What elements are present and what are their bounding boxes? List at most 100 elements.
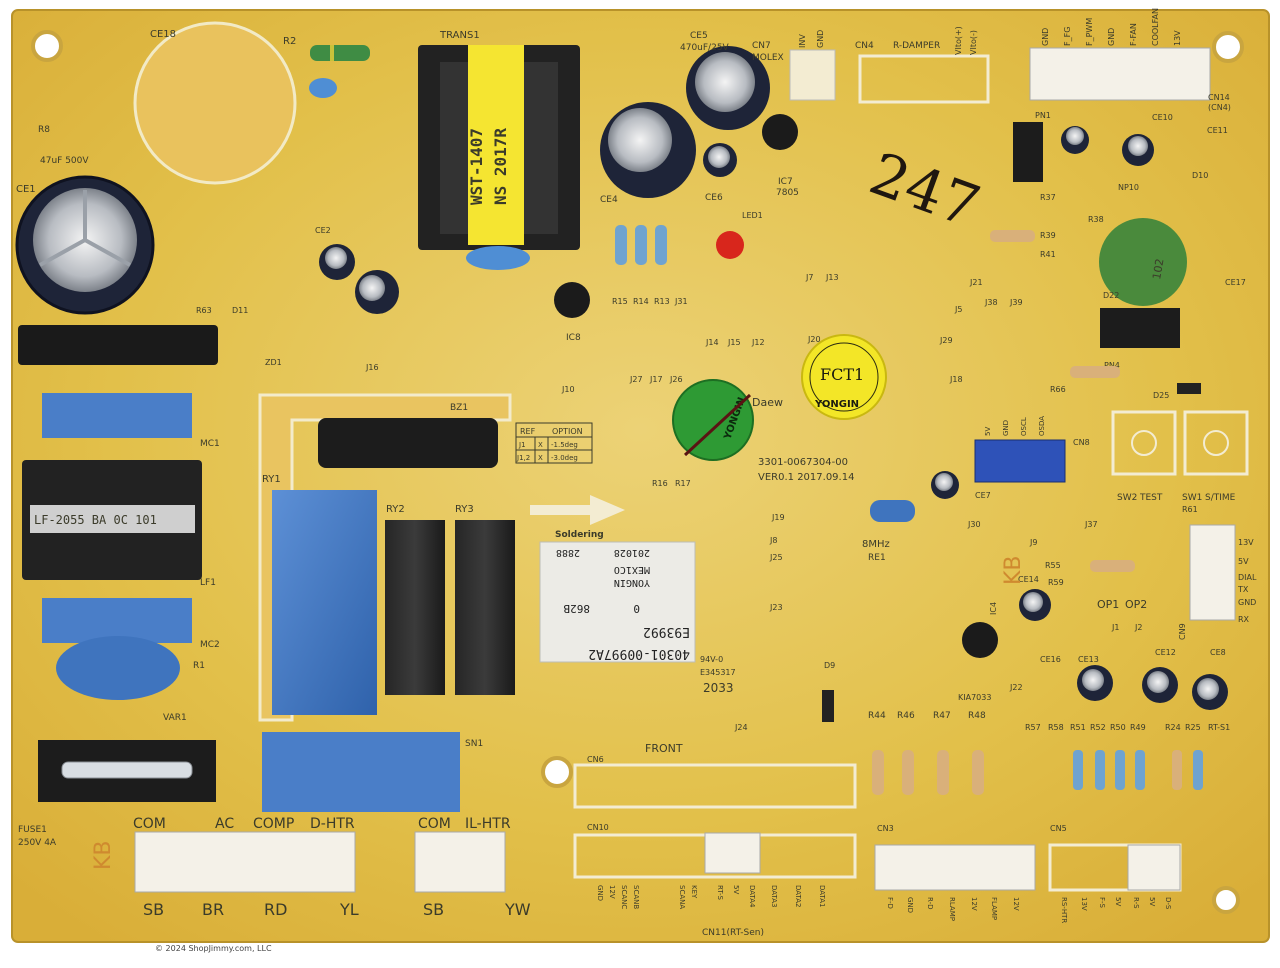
r58-label: R58 <box>1048 723 1064 732</box>
cn3-pins: F-D GND R-D RLAMP 12V FLAMP 12V <box>886 897 1020 921</box>
j12-label: J12 <box>751 338 765 347</box>
mc1-label: MC1 <box>200 439 220 449</box>
svg-text:DATA4: DATA4 <box>748 885 756 908</box>
svg-text:FCT1: FCT1 <box>820 365 864 384</box>
svg-text:201028: 201028 <box>614 547 650 558</box>
ul-94v: 94V-0 <box>700 655 723 664</box>
svg-text:GND: GND <box>1002 420 1010 436</box>
j15-label: J15 <box>727 338 741 347</box>
ilhtr-yw: YW <box>504 900 531 919</box>
ul-e: E345317 <box>700 668 736 677</box>
j2-label: J2 <box>1134 623 1142 632</box>
svg-text:-1.5deg: -1.5deg <box>551 441 578 449</box>
svg-text:SCANC: SCANC <box>620 885 628 909</box>
kb-left: KB <box>91 840 116 870</box>
ce13-label: CE13 <box>1078 655 1099 664</box>
ic4-label: IC4 <box>989 602 998 615</box>
j8-label: J8 <box>769 536 777 545</box>
j14-label: J14 <box>705 338 719 347</box>
svg-text:GND: GND <box>1107 28 1116 46</box>
cn4-label: CN4 <box>855 41 874 51</box>
j26-label: J26 <box>669 375 683 384</box>
capacitor-ce1 <box>15 175 155 315</box>
thermistor-102: 102 <box>1099 218 1187 306</box>
j20-label: J20 <box>807 335 821 344</box>
svg-text:2888: 2888 <box>556 547 580 558</box>
cn7-label: CN7 <box>752 41 771 51</box>
svg-text:COMP: COMP <box>253 816 294 832</box>
svg-text:KEY: KEY <box>690 885 698 899</box>
svg-text:DATA3: DATA3 <box>770 885 778 908</box>
j24-label: J24 <box>734 723 748 732</box>
svg-text:13V: 13V <box>1080 897 1088 911</box>
cn8-label: CN8 <box>1073 438 1090 447</box>
fuse1 <box>38 740 216 802</box>
r61-label: R61 <box>1182 505 1198 514</box>
ry1-label: RY1 <box>262 474 281 485</box>
capacitor-ce5 <box>686 46 770 130</box>
j37-label: J37 <box>1084 520 1098 529</box>
r15-label: R15 <box>612 297 628 306</box>
r37-label: R37 <box>1040 193 1056 202</box>
j22-label: J22 <box>1009 683 1023 692</box>
svg-text:YONGIN: YONGIN <box>614 577 650 588</box>
r1-label: R1 <box>193 661 205 671</box>
fuse-rating: 250V 4A <box>18 838 57 848</box>
fct-sticker: FCT1 YONGIN <box>801 334 887 420</box>
svg-text:-3.0deg: -3.0deg <box>551 454 578 462</box>
svg-text:0: 0 <box>633 602 640 615</box>
j1-label: J1 <box>1111 623 1119 632</box>
svg-text:12V: 12V <box>608 885 616 899</box>
cn9-label: CN9 <box>1178 623 1187 640</box>
svg-text:5V: 5V <box>1148 897 1156 906</box>
ul-code: 2033 <box>703 681 734 695</box>
cn7-molex: MOLEX <box>752 53 784 63</box>
mounting-holes <box>31 30 1244 914</box>
cn14-sub: (CN4) <box>1208 103 1231 112</box>
cn10-pins: GND 12V SCANC SCANB SCANA KEY RT-S 5V DA… <box>596 885 826 909</box>
j39-label: J39 <box>1009 298 1023 307</box>
j30-label: J30 <box>967 520 981 529</box>
d25-label: D25 <box>1153 391 1169 400</box>
board-id-label: 3301-0067304-00 <box>758 457 848 468</box>
ce1-value: 47uF 500V <box>40 156 89 166</box>
j10-label: J10 <box>561 385 575 394</box>
vito-minus-label: VIto(-) <box>969 30 978 55</box>
ce5-value: 470uF/25V <box>680 43 730 53</box>
xtal-label: 8MHz <box>862 539 890 550</box>
line-filter-lf1: LF-2055 BA 0C 101 <box>22 460 202 580</box>
kb-right: KB <box>1001 555 1026 585</box>
svg-text:R-S: R-S <box>1132 897 1140 909</box>
svg-text:DATA1: DATA1 <box>818 885 826 908</box>
gnd-top-label: GND <box>816 30 825 48</box>
cn5-label: CN5 <box>1050 824 1067 833</box>
r17-label: R17 <box>675 479 691 488</box>
inv-label: INV <box>798 34 807 48</box>
cn5-pins: RS-HTR 13V F-S 5V R-S 5V D-S <box>1060 897 1172 923</box>
ic7-part: 7805 <box>776 188 799 198</box>
svg-text:MEX1CO: MEX1CO <box>614 564 650 575</box>
ce2-label: CE2 <box>315 226 331 235</box>
ce16-label: CE16 <box>1040 655 1061 664</box>
r59-label: R59 <box>1048 578 1064 587</box>
ce10-label: CE10 <box>1152 113 1173 122</box>
bz1-label: BZ1 <box>450 403 468 413</box>
r8-label: R8 <box>38 125 50 135</box>
svg-text:DIAL: DIAL <box>1238 573 1257 582</box>
svg-text:12V: 12V <box>970 897 978 911</box>
soldering-label: Soldering <box>555 530 604 540</box>
r57-label: R57 <box>1025 723 1041 732</box>
svg-text:SCANB: SCANB <box>632 885 640 909</box>
led1-label: LED1 <box>742 211 763 220</box>
svg-text:COOLFAN: COOLFAN <box>1151 8 1160 46</box>
r51-label: R51 <box>1070 723 1086 732</box>
svg-text:D-HTR: D-HTR <box>310 816 355 832</box>
r52-label: R52 <box>1090 723 1106 732</box>
sn1-label: SN1 <box>465 739 483 749</box>
r48-label: R48 <box>968 711 986 721</box>
mc2-label: MC2 <box>200 640 220 650</box>
r39-label: R39 <box>1040 231 1056 240</box>
svg-text:AC: AC <box>215 816 234 832</box>
cn10-label: CN10 <box>587 823 609 832</box>
